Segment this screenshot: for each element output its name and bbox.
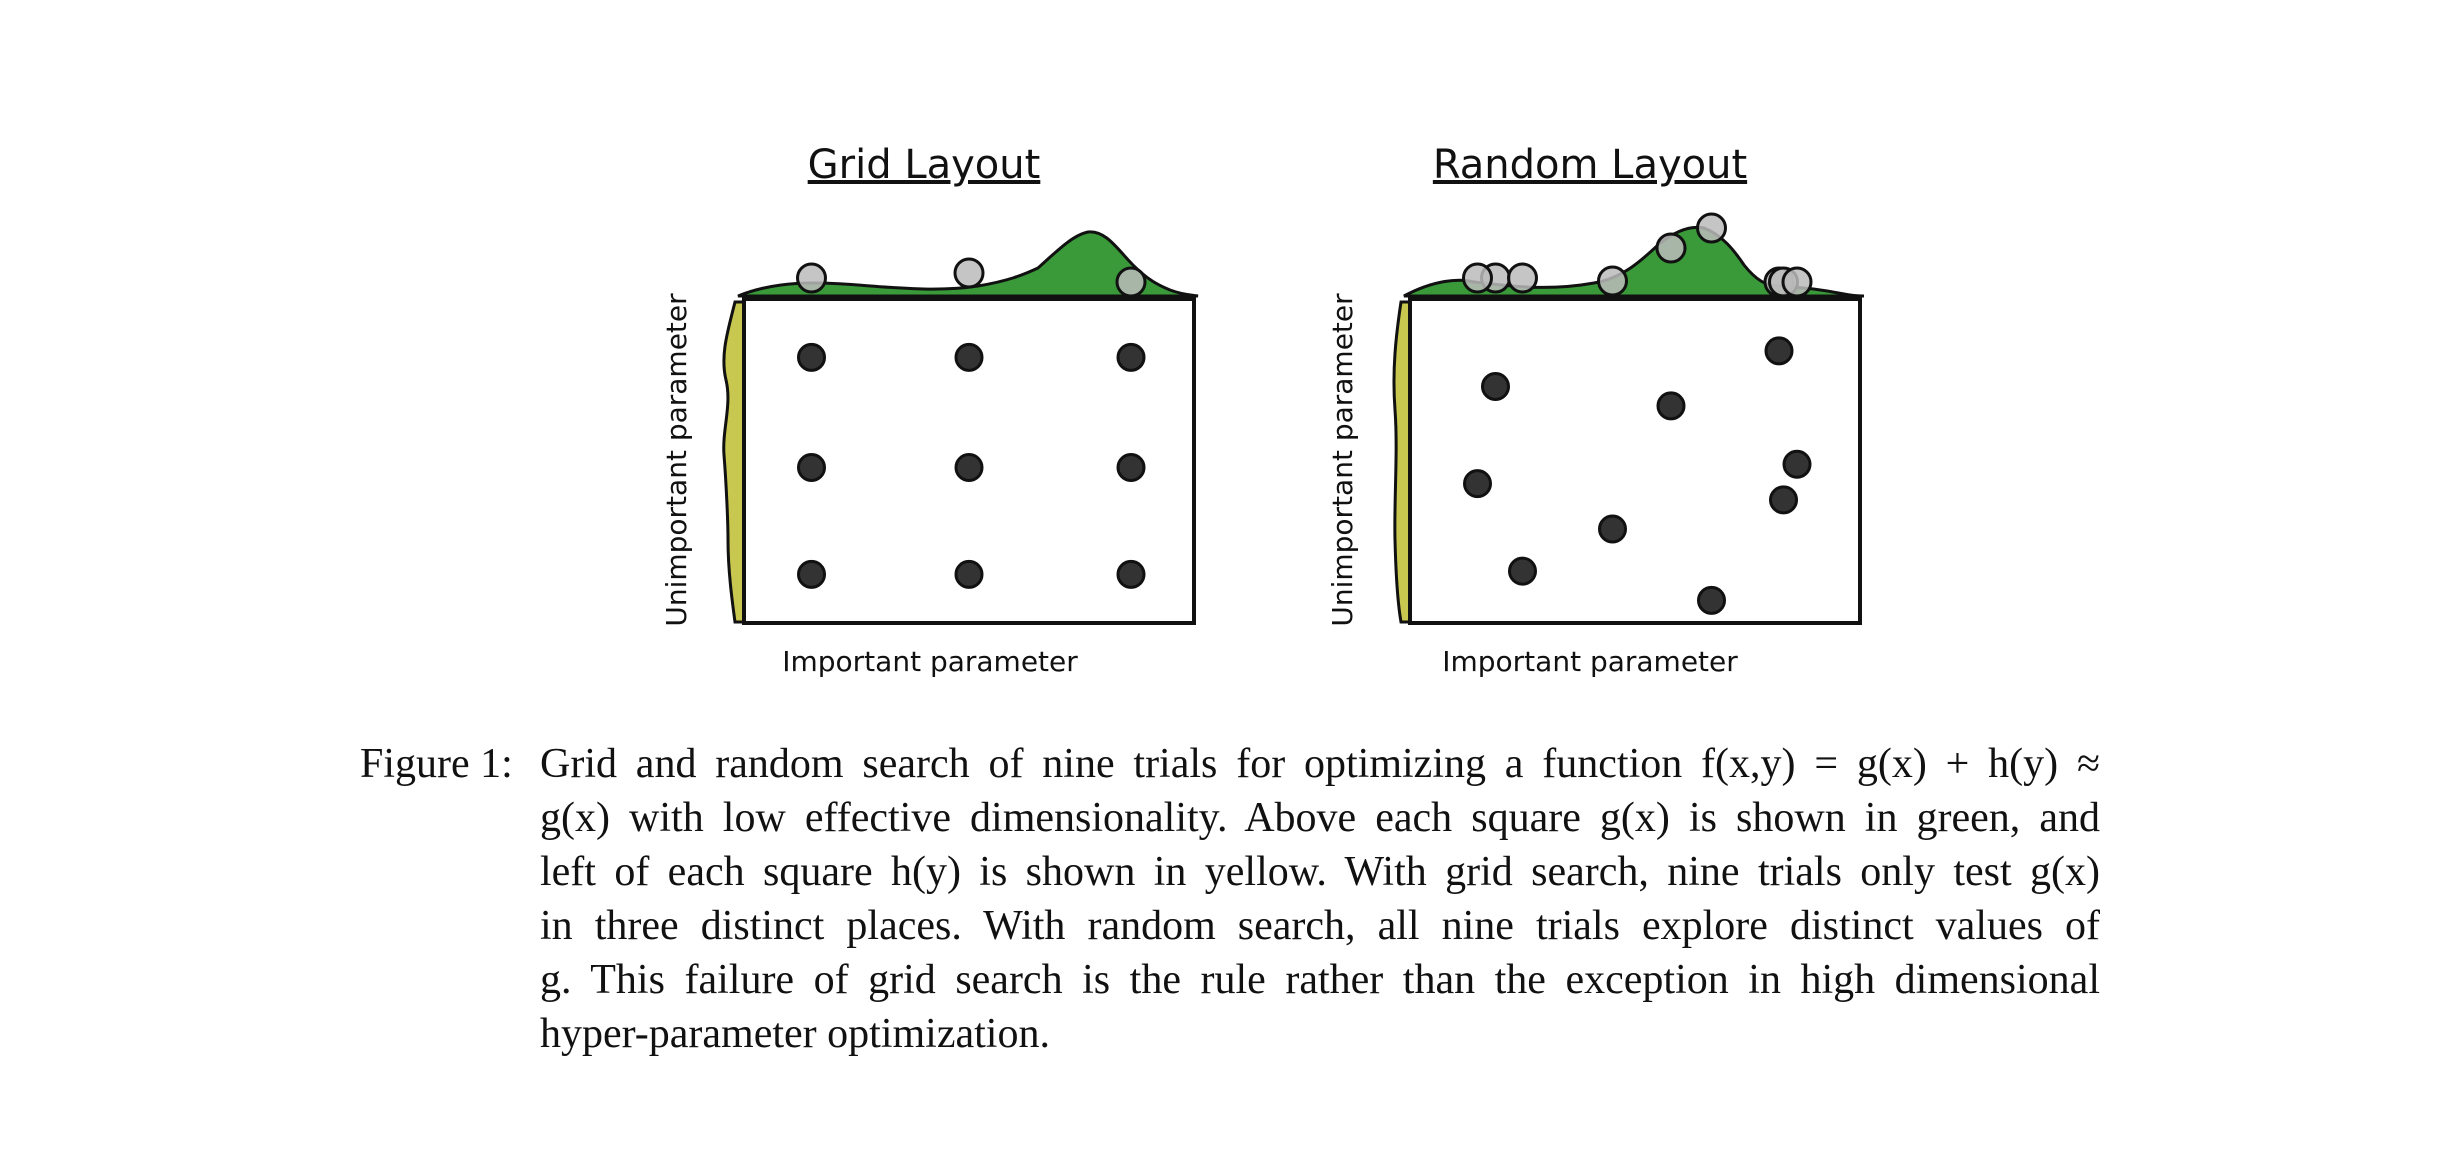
y-axis-label: Unimportant parameter xyxy=(660,293,693,627)
h-curve-fill xyxy=(722,300,746,624)
trial-point xyxy=(1598,514,1627,544)
caption-line: in three distinct places. With random se… xyxy=(540,903,2100,949)
trial-point xyxy=(1697,585,1726,615)
caption-label: Figure 1: xyxy=(360,741,513,787)
g-projection-marker xyxy=(953,257,985,289)
g-projection-marker xyxy=(796,262,827,294)
trial-point xyxy=(1508,556,1537,586)
trial-point xyxy=(1481,371,1510,401)
trial-point xyxy=(1116,342,1146,372)
panel-grid-title: Grid Layout xyxy=(808,142,1041,188)
trial-point xyxy=(797,559,826,589)
trial-point xyxy=(954,559,984,589)
caption-line: g. This failure of grid search is the ru… xyxy=(540,957,2100,1003)
g-projection-marker xyxy=(1597,265,1628,297)
x-axis-label: Important parameter xyxy=(782,645,1078,678)
g-projection-marker xyxy=(1507,262,1538,294)
caption-line: left of each square h(y) is shown in yel… xyxy=(540,849,2100,895)
trial-point xyxy=(1656,391,1686,421)
trial-point xyxy=(1116,452,1146,482)
y-axis-label: Unimportant parameter xyxy=(1326,293,1359,627)
marker-layer-random xyxy=(1462,212,1813,298)
trial-point xyxy=(797,452,826,482)
marker-layer-grid xyxy=(796,257,1147,298)
trial-point xyxy=(1782,449,1812,479)
g-projection-marker xyxy=(1655,232,1687,264)
trial-point xyxy=(954,452,984,482)
figure-panels: Grid Layout Important parameter Unimport… xyxy=(660,142,1865,678)
trial-point xyxy=(1463,469,1492,499)
trial-point xyxy=(797,342,826,372)
caption-line: Grid and random search of nine trials fo… xyxy=(540,741,2100,787)
caption-line: hyper-parameter optimization. xyxy=(540,1011,1050,1057)
panel-random-title: Random Layout xyxy=(1433,142,1747,188)
trial-point xyxy=(1116,559,1146,589)
caption-text: Grid and random search of nine trials fo… xyxy=(540,737,2100,1061)
trial-point xyxy=(954,342,984,372)
g-projection-marker xyxy=(1781,266,1813,298)
panel-grid: Grid Layout Important parameter Unimport… xyxy=(660,142,1199,678)
g-projection-marker xyxy=(1462,262,1493,294)
g-curve-fill xyxy=(737,230,1199,298)
trial-point xyxy=(1769,485,1798,515)
caption-line: g(x) with low effective dimensionality. … xyxy=(540,795,2100,841)
g-projection-marker xyxy=(1696,212,1727,244)
point-layer-random xyxy=(1463,336,1812,615)
trial-point xyxy=(1764,336,1794,366)
panel-random: Random Layout Important parameter Unimpo… xyxy=(1326,142,1865,678)
point-layer-grid xyxy=(797,342,1146,589)
figure-caption: Figure 1: Grid and random search of nine… xyxy=(360,737,2100,1061)
g-projection-marker xyxy=(1115,266,1147,298)
x-axis-label: Important parameter xyxy=(1442,645,1738,678)
h-curve-fill xyxy=(1392,300,1412,624)
